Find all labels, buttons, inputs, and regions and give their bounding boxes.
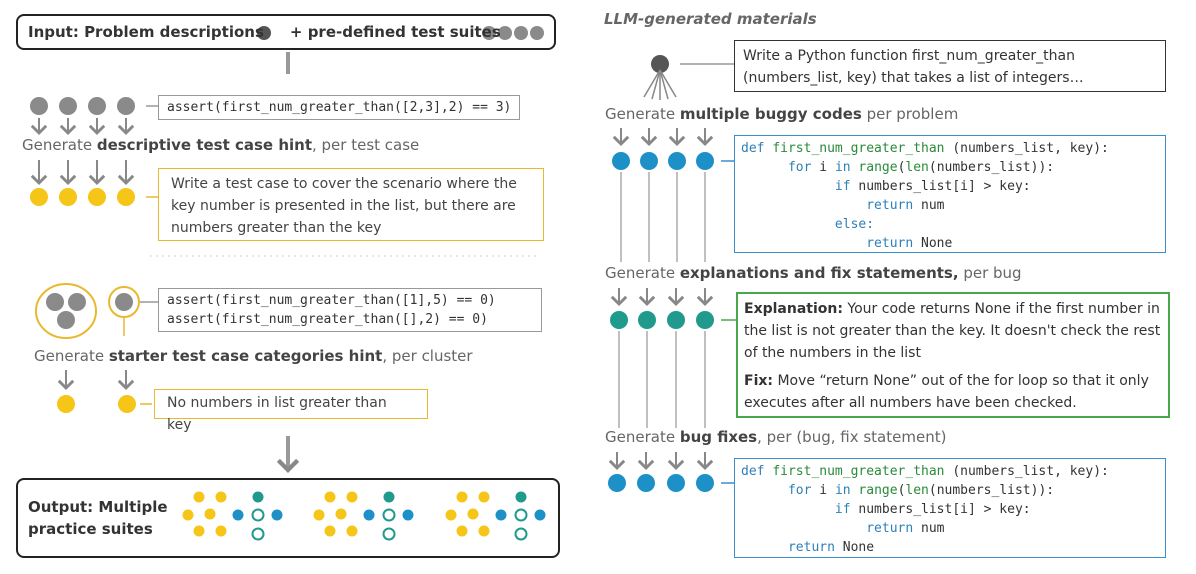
problem-node [257,26,271,40]
input-label-suffix: + pre-defined test suites [289,23,501,41]
practice-suite [313,491,414,541]
practice-suite [182,491,283,541]
gray-test-nodes [30,97,158,115]
problem-node-fan [643,55,734,100]
test-node [530,26,544,40]
llm-materials-header: LLM-generated materials [604,10,817,28]
input-box: Input: Problem descriptions + pre-define… [16,14,556,50]
step-buggy-codes: Generate multiple buggy codes per proble… [605,105,959,123]
practice-suite [445,491,546,541]
explanation-para: Explanation: Your code returns None if t… [744,301,1161,361]
cluster-asserts: assert(first_num_greater_than([1],5) == … [158,288,542,332]
fix-para: Fix: Move “return None” out of the for l… [744,373,1149,411]
yellow-hint-nodes [30,188,158,206]
step-category-hint: Generate starter test case categories hi… [34,347,473,365]
output-box: Output: Multiple practice suites [16,478,560,558]
explanation-box: Explanation: Your code returns None if t… [736,292,1170,418]
input-label: Input: Problem descriptions [28,23,264,41]
test-clusters [35,283,158,339]
bug-fix-nodes [608,474,734,492]
buggy-code-box: def first_num_greater_than (numbers_list… [734,135,1166,253]
test-node [498,26,512,40]
explanation-nodes [610,311,736,329]
problem-description-box: Write a Python function first_num_greate… [734,40,1166,92]
category-hint-nodes [57,395,152,413]
descriptive-hint-box: Write a test case to cover the scenario … [158,168,544,241]
test-case-assert: assert(first_num_greater_than([2,3],2) =… [158,95,521,120]
buggy-code-nodes [612,152,734,170]
step-descriptive-hint: Generate descriptive test case hint, per… [22,136,420,154]
step-explanations: Generate explanations and fix statements… [605,264,1022,282]
fixed-code-box: def first_num_greater_than (numbers_list… [734,458,1166,558]
output-label: Output: Multiple practice suites [28,498,168,538]
test-node [482,26,496,40]
category-hint-box: No numbers in list greater than key [154,389,428,433]
step-bug-fixes: Generate bug fixes, per (bug, fix statem… [605,428,947,446]
test-node [514,26,528,40]
